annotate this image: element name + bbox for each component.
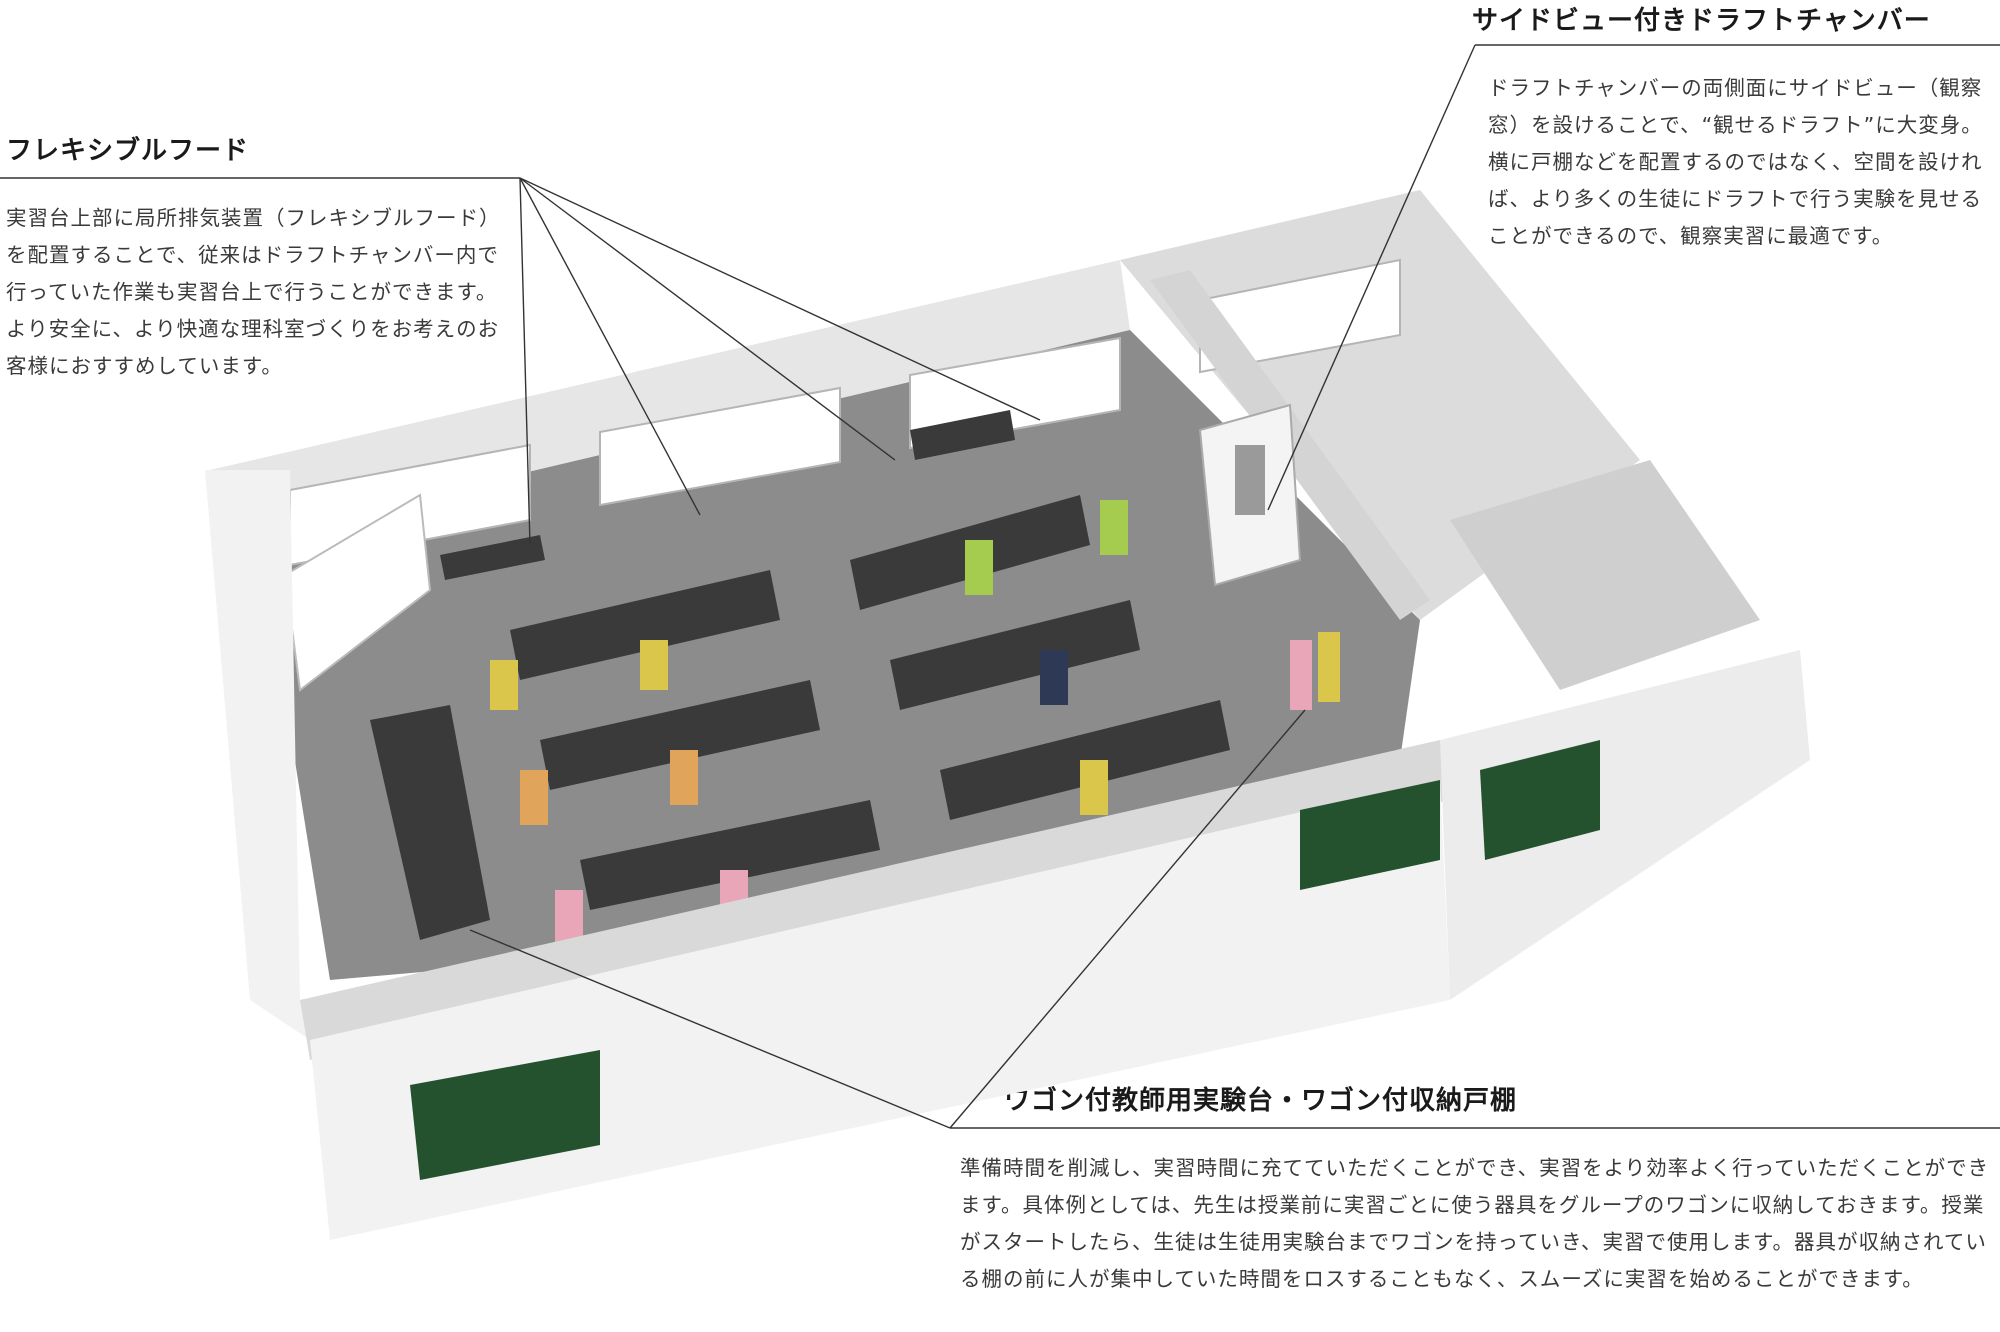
front-door bbox=[1300, 780, 1440, 890]
student-table bbox=[890, 600, 1140, 710]
student-tables bbox=[440, 410, 1230, 910]
flexible-hood-description: 実習台上部に局所排気装置（フレキシブルフード）を配置することで、従来はドラフトチ… bbox=[6, 206, 501, 378]
wagon bbox=[1290, 640, 1312, 710]
fume-hood-leader-line bbox=[1267, 44, 1476, 511]
prep-room-wall bbox=[1450, 460, 1760, 690]
teacher-table bbox=[370, 705, 490, 940]
student-table bbox=[510, 570, 780, 680]
prep-room-door bbox=[1480, 740, 1600, 860]
hood-leader-line bbox=[519, 177, 896, 461]
wagon bbox=[1080, 760, 1108, 815]
wagon bbox=[1040, 650, 1068, 705]
fume-hood bbox=[1198, 403, 1302, 587]
wagon bbox=[965, 540, 993, 595]
window-2 bbox=[599, 386, 841, 507]
hood-leader-line bbox=[519, 177, 531, 546]
wagon-leader-line bbox=[949, 709, 1306, 1129]
doors bbox=[410, 740, 1600, 1180]
wagon bbox=[490, 660, 518, 710]
right-end-wall bbox=[1440, 650, 1810, 1000]
front-door bbox=[410, 1050, 600, 1180]
fume-hood-description: ドラフトチャンバーの両側面にサイドビュー（観察窓）を設けることで、“観せるドラフ… bbox=[1488, 76, 1983, 248]
back-counter bbox=[440, 535, 545, 580]
wagon bbox=[520, 770, 548, 825]
wagon bbox=[1318, 632, 1340, 702]
wagon bbox=[640, 640, 668, 690]
whiteboard bbox=[283, 493, 432, 692]
leader-lines bbox=[0, 44, 2000, 1129]
wagon-description: 準備時間を削減し、実習時間に充てていただくことができ、実習をより効率よく行ってい… bbox=[960, 1156, 1990, 1291]
student-table bbox=[540, 680, 820, 790]
wagon-title: ワゴン付教師用実験台・ワゴン付収納戸棚 bbox=[1004, 1086, 1518, 1116]
wagon bbox=[670, 750, 698, 805]
back-counter bbox=[910, 410, 1015, 460]
student-table bbox=[580, 800, 880, 910]
hood-leader-line bbox=[519, 177, 1041, 421]
wagon-leader-line bbox=[469, 929, 951, 1129]
wagon bbox=[555, 890, 583, 945]
wagons bbox=[490, 500, 1340, 945]
left-wall bbox=[205, 470, 310, 1040]
fume-hood-title: サイドビュー付きドラフトチャンバー bbox=[1472, 6, 1931, 36]
flexible-hood-title: フレキシブルフード bbox=[6, 136, 250, 166]
hood-leader-line bbox=[519, 177, 701, 516]
wagon bbox=[1100, 500, 1128, 555]
